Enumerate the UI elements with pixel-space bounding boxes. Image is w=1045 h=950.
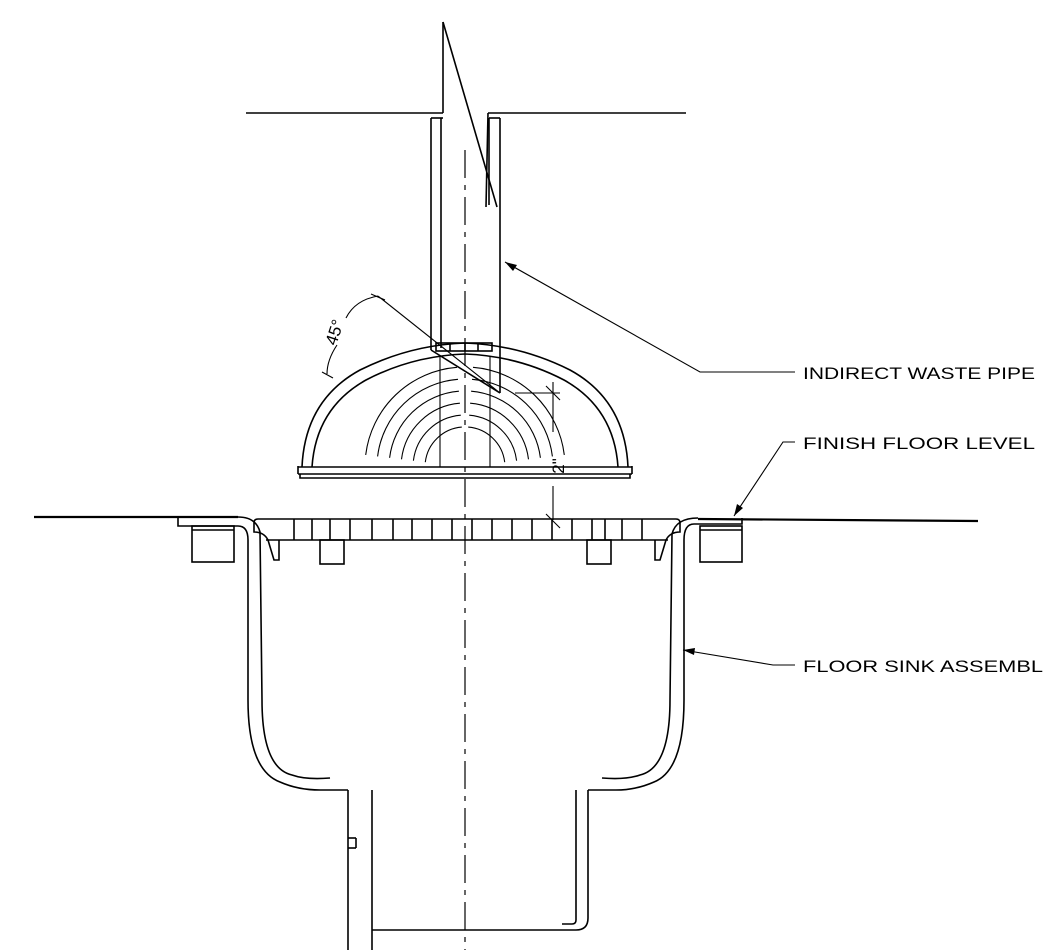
outlet-pipe: [347, 790, 589, 950]
strainer-slot-arc: [424, 426, 462, 463]
strainer-slot-arc: [377, 378, 459, 457]
strainer-slot-arc: [472, 366, 565, 455]
strainer-slot-arc: [400, 402, 460, 460]
strainer-slot-arc: [470, 402, 530, 460]
dome-strainer: [297, 342, 633, 479]
strainer-slot-arc: [471, 390, 541, 458]
finish-floor-level-label: FINISH FLOOR LEVEL: [803, 434, 1035, 453]
leader-lines: [504, 261, 795, 666]
strainer-slot-arc: [469, 414, 518, 461]
strainer-slot-arc: [412, 414, 461, 461]
floor-sink-body: [177, 516, 743, 791]
top-grate: [253, 518, 681, 565]
gap-dimension: 2": [515, 382, 568, 529]
strainer-slot-arc: [365, 366, 458, 455]
strainer-slot-arc: [389, 390, 459, 458]
upper-slab-line: [246, 21, 686, 208]
gap-dimension-text: 2": [549, 458, 568, 474]
floor-sink-assembly-label: FLOOR SINK ASSEMBL: [803, 657, 1043, 676]
strainer-slot-arc: [468, 426, 506, 463]
angle-dimension-text: 45°: [322, 317, 348, 347]
strainer-slots: [365, 356, 565, 467]
indirect-waste-pipe-label: INDIRECT WASTE PIPE: [803, 364, 1035, 383]
strainer-slot-arc: [471, 378, 553, 457]
finish-floor-line: [34, 515, 979, 523]
